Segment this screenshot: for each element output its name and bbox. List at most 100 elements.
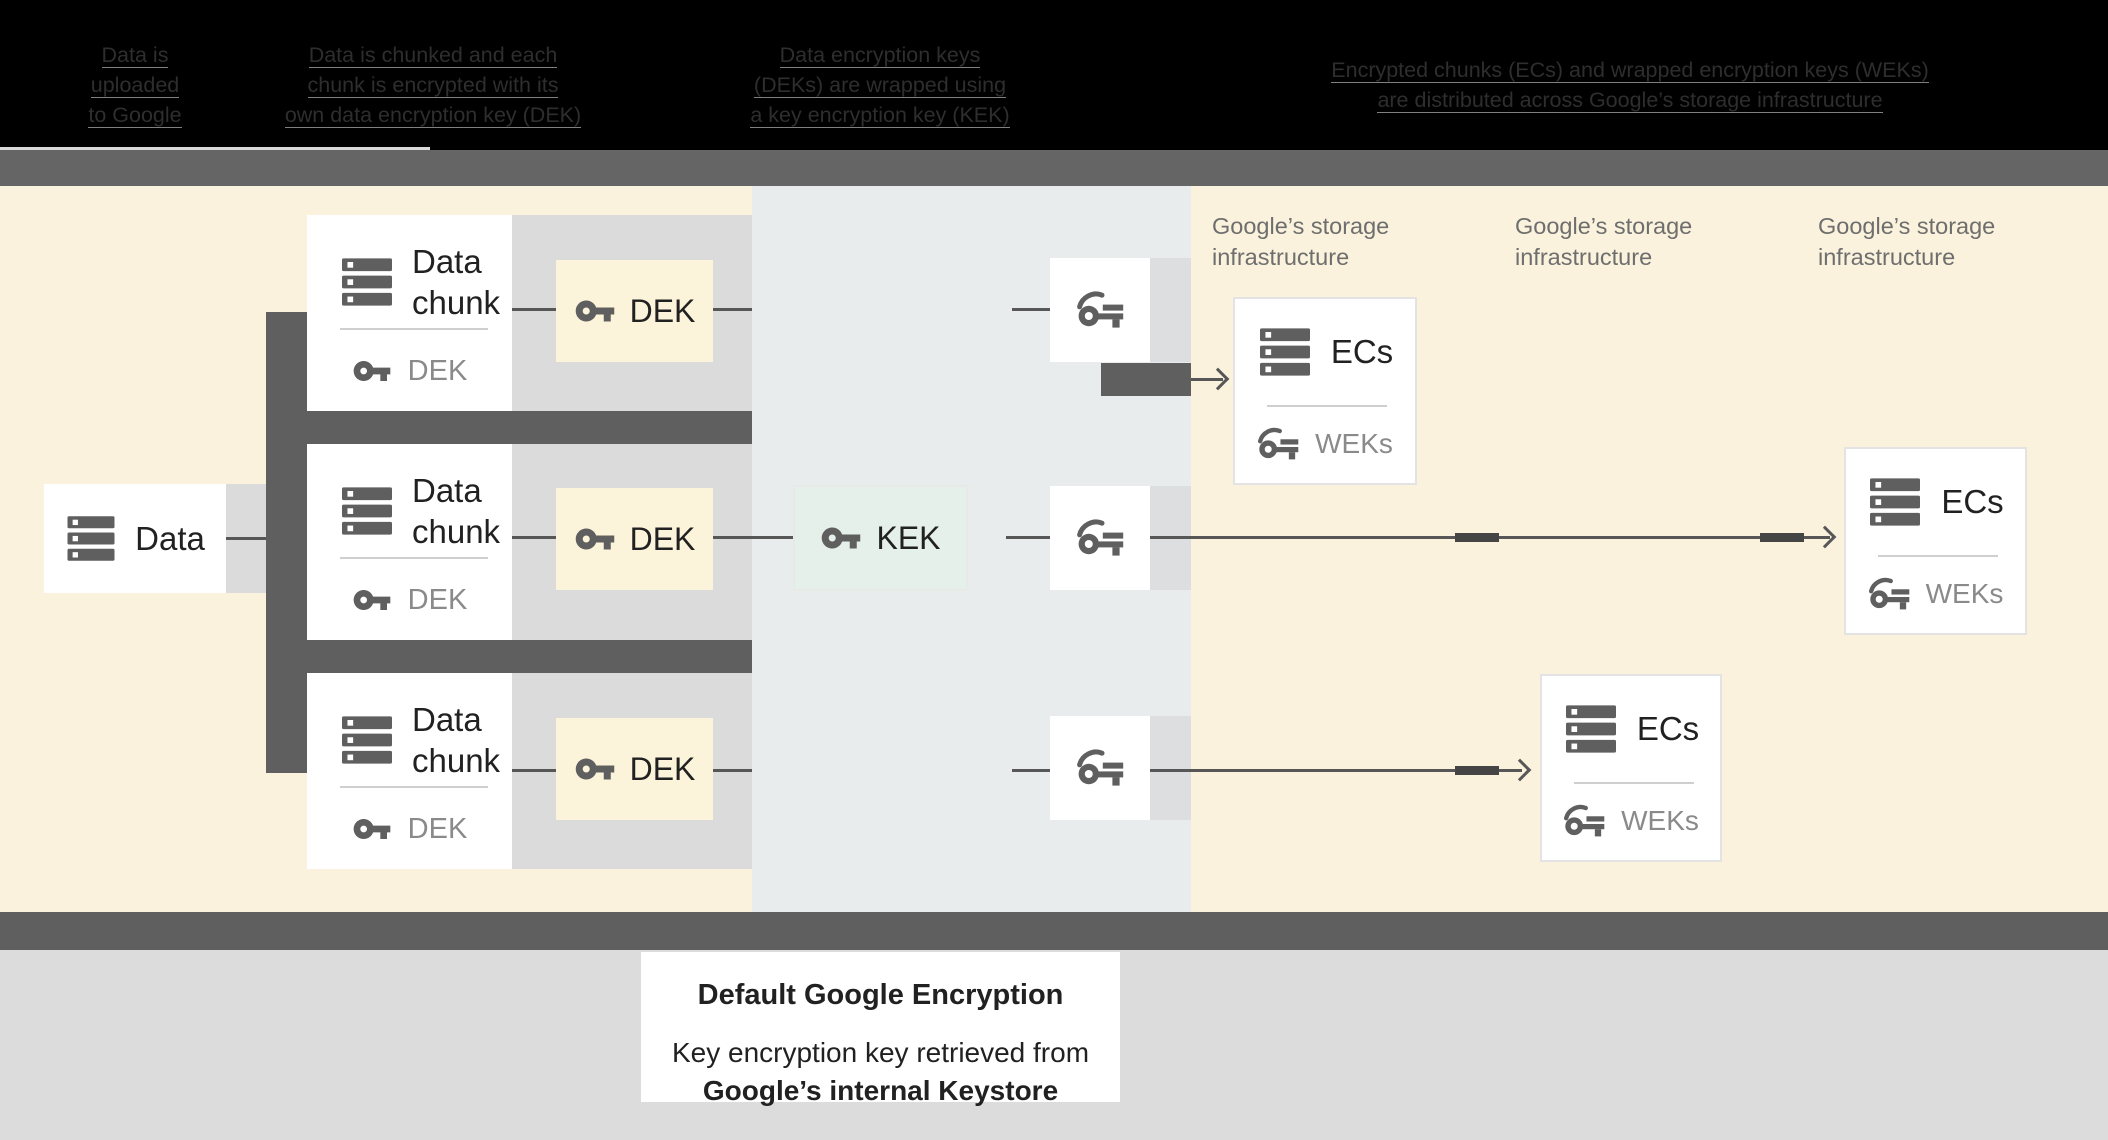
server-stack-icon (1563, 704, 1619, 754)
row-2-connector-a (512, 536, 556, 539)
weks-label: WEKs (1315, 428, 1393, 459)
storage-label-line-2: infrastructure (1818, 244, 1956, 270)
chunk-dek-label: DEK (407, 583, 468, 616)
server-stack-icon (1867, 477, 1923, 527)
dek-box-label: DEK (629, 520, 696, 557)
branch-pipe-lower (266, 640, 752, 673)
server-stack-icon (339, 257, 395, 307)
key-icon (574, 518, 616, 560)
step-2-line-2: chunk is encrypted with its (307, 73, 559, 98)
step-3-line-3: a key encryption key (KEK) (750, 103, 1010, 128)
gray-separator-bar (0, 150, 2108, 186)
dek-box-2: DEK (556, 488, 713, 590)
data-connector-line (226, 537, 266, 540)
ecs-label: ECs (1636, 710, 1700, 747)
row-1-connector-a (512, 308, 556, 311)
storage-label-line-1: Google’s storage (1818, 213, 1996, 239)
ecs-label: ECs (1941, 483, 2004, 520)
kek-box: KEK (793, 485, 968, 591)
wrapped-key-icon (1257, 423, 1299, 465)
trunk-pipe (266, 312, 307, 773)
data-chunk-box-2: Data chunk DEK (307, 444, 512, 640)
storage-label-3: Google’s storage infrastructure (1818, 211, 1995, 273)
weks-label: WEKs (1621, 805, 1699, 836)
storage-label-line-2: infrastructure (1515, 244, 1653, 270)
data-chunk-label: Data chunk (412, 701, 501, 779)
dek-box-3: DEK (556, 718, 713, 820)
wrapped-key-box-3 (1050, 716, 1150, 820)
header-divider-glint (0, 147, 430, 150)
data-chunk-box-3: Data chunk DEK (307, 673, 512, 869)
step-1-line-2: uploaded (90, 73, 180, 98)
arrow-3-boundary-tick-1 (1455, 766, 1499, 775)
caption-line-2: Google’s internal Keystore (702, 1075, 1059, 1106)
row-1-connector-b (713, 308, 752, 311)
caption-title: Default Google Encryption (697, 979, 1064, 1011)
branch-pipe-upper (266, 411, 752, 444)
key-icon (574, 748, 616, 790)
weks-label: WEKs (1925, 578, 2004, 609)
ecs-label: ECs (1330, 333, 1394, 370)
step-4-line-2: are distributed across Google’s storage … (1377, 88, 1883, 113)
wrapped-key-icon (1563, 800, 1605, 842)
step-2-line-3: own data encryption key (DEK) (284, 103, 582, 128)
server-stack-icon (65, 515, 117, 562)
storage-label-line-1: Google’s storage (1212, 213, 1390, 239)
header-step-1: Data is uploaded to Google (30, 40, 240, 130)
key-icon (352, 809, 392, 849)
data-box-label: Data (135, 519, 205, 557)
ecs-divider (1267, 405, 1387, 407)
header-step-3: Data encryption keys (DEKs) are wrapped … (695, 40, 1065, 130)
header-bar: Data is uploaded to Google Data is chunk… (0, 0, 2108, 150)
chunk-divider (340, 328, 488, 330)
ecs-box-3: ECs WEKs (1540, 674, 1722, 862)
row-3-connector-a (512, 769, 556, 772)
key-icon (352, 351, 392, 391)
wrapped-key-icon (1868, 573, 1910, 615)
data-chunk-label: Data chunk (412, 472, 501, 550)
step-3-line-1: Data encryption keys (779, 43, 981, 68)
caption-line-1: Key encryption key retrieved from (671, 1037, 1090, 1068)
ecs-box-2: ECs WEKs (1844, 447, 2027, 635)
header-step-2: Data is chunked and each chunk is encryp… (258, 40, 608, 130)
row-2-connector-b (713, 536, 793, 539)
storage-label-1: Google’s storage infrastructure (1212, 211, 1389, 273)
chunk-divider (340, 786, 488, 788)
storage-label-2: Google’s storage infrastructure (1515, 211, 1692, 273)
data-chunk-box-1: Data chunk DEK (307, 215, 512, 411)
arrow-1-line (1191, 378, 1223, 381)
chunk-dek-label: DEK (407, 354, 468, 387)
row-2-connector-c (1006, 536, 1050, 539)
wrapped-key-icon (1076, 744, 1124, 792)
wrapped-key-box-1 (1050, 258, 1150, 362)
arrow-2-boundary-tick-2 (1760, 533, 1804, 542)
ecs-box-1: ECs WEKs (1233, 297, 1417, 485)
caption-card: Default Google Encryption Key encryption… (641, 952, 1120, 1106)
data-box: Data (44, 484, 226, 593)
ecs-divider (1878, 555, 1998, 557)
step-2-line-1: Data is chunked and each (308, 43, 558, 68)
step-3-line-2: (DEKs) are wrapped using (753, 73, 1007, 98)
key-3-strip (1150, 716, 1191, 820)
chunk-divider (340, 557, 488, 559)
arrow-2-boundary-tick-1 (1455, 533, 1499, 542)
ecs-divider (1574, 782, 1694, 784)
row-3-connector-b (713, 769, 752, 772)
wrapped-key-1-pipe (1101, 363, 1191, 396)
server-stack-icon (339, 486, 395, 536)
key-icon (820, 517, 862, 559)
dek-box-label: DEK (629, 292, 696, 329)
step-1-line-3: to Google (88, 103, 182, 128)
data-chunk-label: Data chunk (412, 243, 501, 321)
storage-label-line-2: infrastructure (1212, 244, 1350, 270)
key-icon (574, 290, 616, 332)
row-1-connector-c (1012, 308, 1050, 311)
row-3-connector-c (1012, 769, 1050, 772)
step-4-line-1: Encrypted chunks (ECs) and wrapped encry… (1331, 58, 1929, 83)
key-icon (352, 580, 392, 620)
kek-box-label: KEK (876, 519, 941, 556)
wrapped-key-icon (1076, 286, 1124, 334)
server-stack-icon (339, 715, 395, 765)
step-1-line-1: Data is (101, 43, 169, 68)
